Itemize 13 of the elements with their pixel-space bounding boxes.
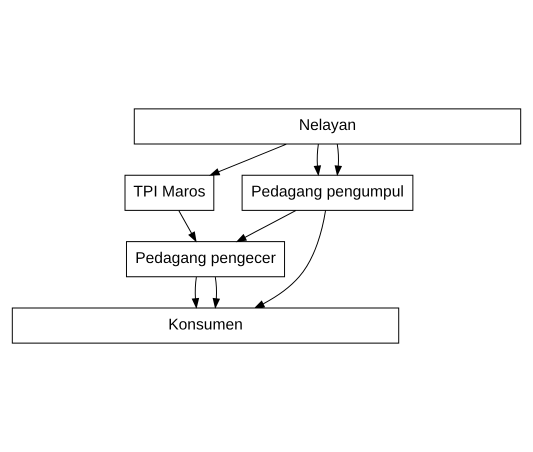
arrow: [208, 144, 287, 176]
node-box: Pedagang pengecer: [126, 241, 286, 278]
arrow: [212, 276, 220, 309]
arrow: [254, 210, 326, 308]
node-box: Pedagang pengumpul: [242, 174, 414, 211]
node-box: Konsumen: [12, 307, 400, 344]
arrow: [192, 276, 200, 309]
arrow: [178, 210, 197, 242]
arrow: [236, 210, 296, 242]
node-box: Nelayan: [134, 108, 522, 145]
arrow: [314, 144, 322, 176]
node-box: TPI Maros: [124, 174, 214, 211]
arrow: [334, 144, 342, 176]
